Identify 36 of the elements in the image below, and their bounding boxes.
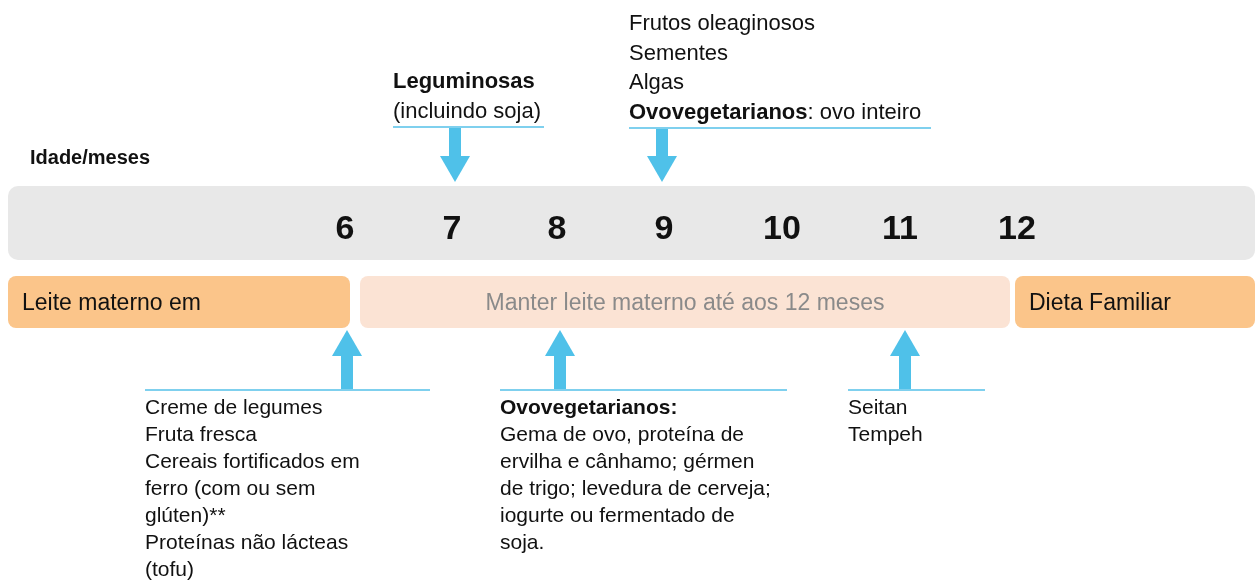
arrow bbox=[332, 330, 362, 389]
stage-label: Manter leite materno até aos 12 meses bbox=[485, 288, 885, 316]
feeding-stage-bar bbox=[1015, 276, 1255, 328]
stage-label: Dieta Familiar bbox=[1029, 288, 1171, 316]
food-item: (incluindo soja) bbox=[393, 96, 542, 125]
feeding-stage-bar bbox=[8, 276, 350, 328]
month-number: 10 bbox=[762, 208, 802, 247]
food-item: Tempeh bbox=[848, 421, 924, 447]
underlined-note bbox=[848, 389, 985, 447]
month-number: 8 bbox=[546, 208, 568, 247]
month-number: 9 bbox=[653, 208, 675, 247]
food-item: Fruta fresca bbox=[145, 421, 259, 447]
arrow bbox=[440, 128, 470, 182]
food-item: Frutos oleaginosos bbox=[629, 9, 816, 37]
food-item: Sementes bbox=[629, 38, 730, 67]
note-heading: Ovovegetarianos: bbox=[500, 394, 679, 420]
food-item: Ovovegetarianos: ovo inteiro bbox=[629, 97, 923, 126]
underlined-note bbox=[500, 389, 787, 555]
food-item: Cereais fortificados em ferro (com ou sem glúten)** bbox=[145, 448, 361, 528]
stage-label: Leite materno em bbox=[22, 288, 201, 316]
food-item: Proteínas não lácteas (tofu) bbox=[145, 529, 350, 582]
food-item: Creme de legumes bbox=[145, 394, 324, 420]
food-item: Algas bbox=[629, 68, 686, 96]
month-number: 12 bbox=[997, 208, 1037, 247]
arrow bbox=[647, 129, 677, 182]
month-number: 11 bbox=[881, 208, 919, 247]
food-item: Seitan bbox=[848, 394, 909, 420]
arrow bbox=[890, 330, 920, 389]
feeding-stage-bar bbox=[360, 276, 1010, 328]
arrow bbox=[545, 330, 575, 389]
food-item: Gema de ovo, proteína de ervilha e cânhamo; gérmen de trigo; levedura de cerveja; iogurte ou fermentado de soja. bbox=[500, 421, 772, 555]
note-heading: Leguminosas bbox=[393, 67, 536, 95]
month-number: 6 bbox=[334, 208, 356, 247]
axis-label: Idade/meses bbox=[30, 146, 151, 169]
underlined-note bbox=[145, 389, 430, 582]
month-number: 7 bbox=[441, 208, 463, 247]
